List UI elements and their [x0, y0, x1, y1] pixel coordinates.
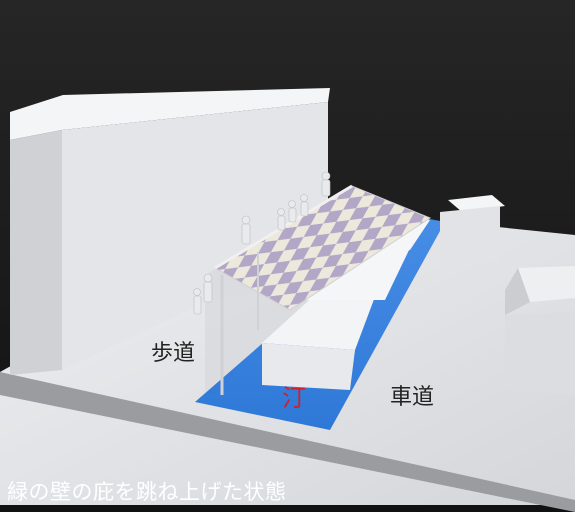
- right-block-front-small: [440, 206, 500, 265]
- human-figures: [193, 171, 331, 315]
- building-block-top: [10, 88, 330, 140]
- step-block-large-front: [262, 343, 355, 390]
- base-board-edge: [0, 372, 575, 512]
- waterfront-label: 汀: [282, 384, 306, 412]
- right-block-large-top: [518, 266, 575, 302]
- building-block-side: [10, 130, 62, 375]
- right-block-large-front: [505, 312, 575, 395]
- right-block-large-side: [505, 268, 530, 315]
- sidewalk-label: 歩道: [151, 341, 196, 366]
- building-block-front: [62, 102, 328, 370]
- image-caption: 緑の壁の庇を跳ね上げた状態: [7, 480, 287, 504]
- roadway-label: 車道: [390, 385, 435, 410]
